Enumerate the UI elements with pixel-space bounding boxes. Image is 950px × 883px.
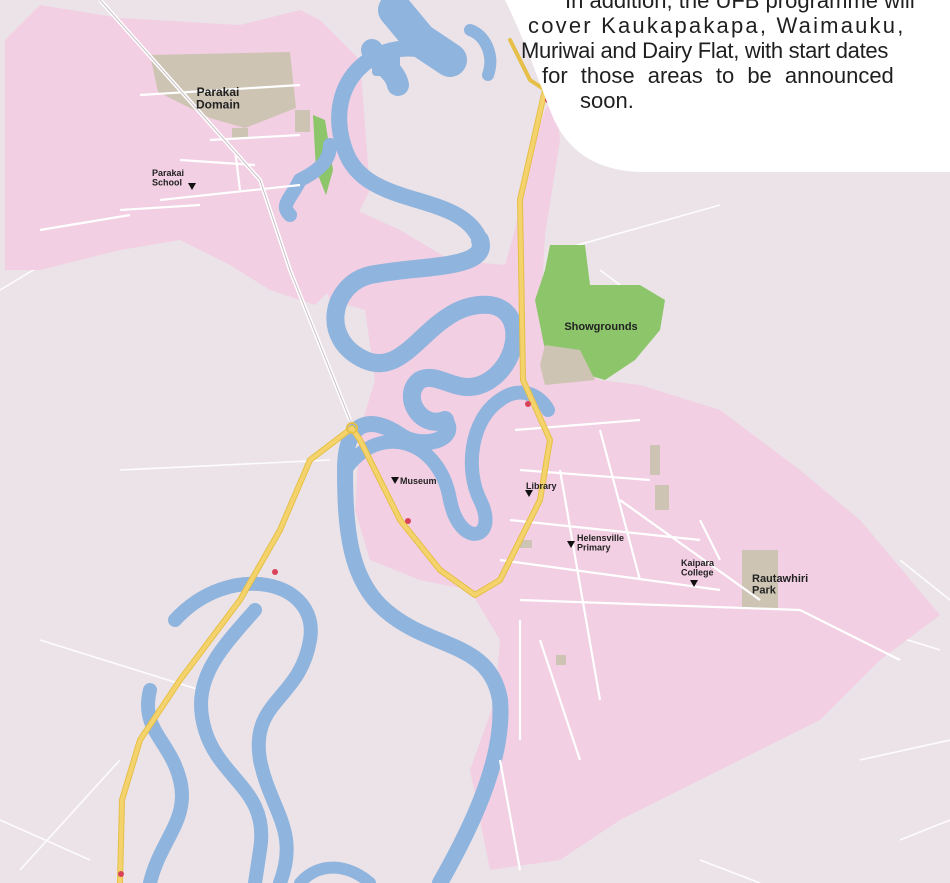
label-line: School (152, 177, 182, 187)
callout-text: In addition, the UFB programme will cove… (505, 0, 950, 113)
label-line: Primary (577, 542, 611, 552)
triangle-marker-icon (188, 183, 698, 587)
coverage-area-main (300, 95, 940, 870)
label-line: Parakai (197, 85, 240, 99)
label-line: Helensville (577, 533, 624, 543)
label-line: Rautawhiri (752, 573, 808, 585)
district-streets (39, 83, 901, 871)
callout-line: cover Kaukapakapa, Waimauku, (528, 13, 906, 38)
small-lots (232, 110, 669, 665)
label-line: Kaipara (681, 558, 715, 568)
place-library[interactable]: Library (526, 481, 557, 491)
label-line: Domain (196, 98, 240, 112)
highway-16 (117, 38, 553, 883)
roundabout-icon (346, 422, 358, 434)
callout-shape (505, 0, 950, 172)
label-line: Park (752, 585, 777, 597)
place-showgrounds[interactable]: Showgrounds (564, 321, 637, 333)
callout-bubble: In addition, the UFB programme will cove… (505, 0, 950, 172)
label-line: College (681, 567, 714, 577)
callout-line: In addition, the UFB programme will (565, 0, 915, 13)
callout-line: Muriwai and Dairy Flat, with start dates (521, 38, 889, 63)
label-line: Parakai (152, 168, 184, 178)
main-road-outline (99, 0, 351, 421)
callout-line: soon. (580, 88, 634, 113)
river-pond (372, 48, 400, 76)
showgrounds-area (535, 245, 665, 380)
rautawhiri-park-area (742, 550, 778, 608)
place-museum[interactable]: Museum (400, 476, 437, 486)
callout-line: for those areas to be announced (542, 63, 894, 88)
showgrounds-tan (540, 345, 595, 385)
